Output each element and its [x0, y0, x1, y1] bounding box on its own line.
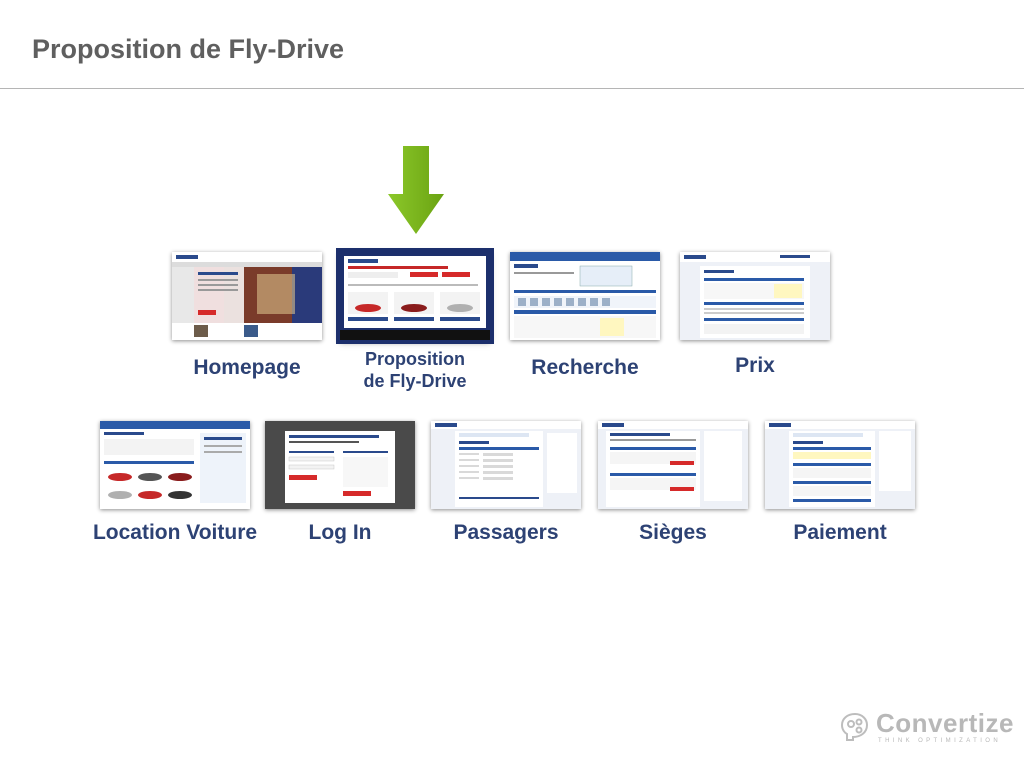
- passagers-screenshot: [431, 421, 581, 509]
- thumb-sieges[interactable]: [598, 421, 748, 509]
- step-label-recherche: Recherche: [531, 356, 639, 379]
- step-label-location-voiture: Location Voiture: [92, 521, 258, 544]
- step-label-proposition-line2: de Fly-Drive: [363, 371, 467, 391]
- thumb-location-voiture[interactable]: [100, 421, 250, 509]
- brand-tagline: THINK OPTIMIZATION: [878, 738, 1002, 744]
- step-label-prix: Prix: [735, 354, 775, 377]
- slide-title: Proposition de Fly-Drive: [32, 34, 345, 64]
- thumb-passagers[interactable]: [431, 421, 581, 509]
- step-label-homepage: Homepage: [193, 356, 301, 379]
- step-label-log-in: Log In: [308, 521, 372, 544]
- step-label-sieges: Sièges: [639, 521, 707, 544]
- thumb-homepage[interactable]: [172, 252, 322, 340]
- thumb-paiement[interactable]: [765, 421, 915, 509]
- recherche-screenshot: [510, 252, 660, 340]
- sieges-screenshot: [598, 421, 748, 509]
- thumb-proposition-fly-drive[interactable]: [336, 248, 494, 344]
- step-label-passagers: Passagers: [453, 521, 559, 544]
- proposition-screenshot: [340, 252, 490, 340]
- thumb-log-in[interactable]: [265, 421, 415, 509]
- location-voiture-screenshot: [100, 421, 250, 509]
- homepage-screenshot: [172, 252, 322, 340]
- thumb-recherche[interactable]: [510, 252, 660, 340]
- step-label-paiement: Paiement: [793, 521, 887, 544]
- paiement-screenshot: [765, 421, 915, 509]
- brain-icon: [840, 712, 869, 741]
- arrow-down-icon: [388, 146, 444, 234]
- title-divider: [0, 88, 1024, 89]
- convertize-logo: Convertize THINK OPTIMIZATION: [838, 708, 1013, 748]
- step-label-proposition-line1: Proposition: [365, 349, 465, 369]
- brand-name: Convertize: [876, 708, 1014, 738]
- prix-screenshot: [680, 252, 830, 340]
- thumb-prix[interactable]: [680, 252, 830, 340]
- log-in-screenshot: [265, 421, 415, 509]
- step-label-proposition: Proposition de Fly-Drive: [340, 348, 490, 392]
